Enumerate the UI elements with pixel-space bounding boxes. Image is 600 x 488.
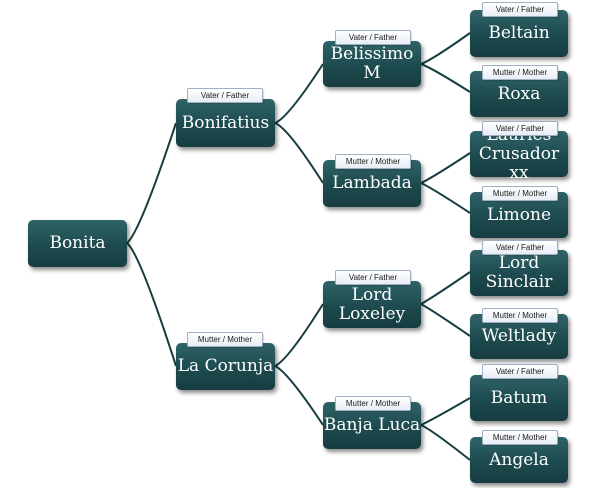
horse-node-beltain: Beltain (470, 10, 568, 57)
horse-name: Bonita (49, 233, 106, 253)
role-tag-father: Vater / Father (482, 2, 558, 17)
role-tag-father: Vater / Father (187, 88, 263, 103)
role-tag-mother: Mutter / Mother (482, 65, 558, 80)
horse-name: La Corunja (177, 356, 274, 376)
horse-name: Bonifatius (181, 112, 270, 133)
connector-la-corunja-lord-loxeley (274, 303, 324, 367)
connector-lord-loxeley-lord-sinclair (420, 271, 471, 305)
horse-node-batum: Batum (470, 375, 568, 421)
role-tag-father: Vater / Father (335, 30, 411, 45)
connector-la-corunja-banja-luca (274, 365, 324, 426)
horse-node-lord-loxeley: Lord Loxeley (323, 281, 421, 328)
role-tag-mother: Mutter / Mother (335, 154, 411, 169)
horse-name: Lord Sinclair (485, 253, 553, 292)
horse-name: Limone (486, 204, 552, 225)
role-tag-mother: Mutter / Mother (187, 332, 263, 347)
horse-name: Lord Loxeley (338, 284, 406, 324)
role-tag-mother: Mutter / Mother (482, 186, 558, 201)
connector-banja-luca-angela (420, 424, 471, 461)
horse-node-la-corunja: La Corunja (176, 343, 275, 390)
connector-belissimo-beltain (420, 32, 471, 65)
horse-name: Belissimo M (330, 44, 414, 83)
role-tag-mother: Mutter / Mother (482, 308, 558, 323)
connector-belissimo-roxa (420, 63, 471, 93)
horse-node-bonita: Bonita (28, 220, 127, 267)
horse-name: Angela (489, 449, 549, 470)
connector-bonita-bonifatius (126, 122, 177, 244)
horse-node-bonifatius: Bonifatius (176, 99, 275, 147)
role-tag-mother: Mutter / Mother (482, 430, 558, 445)
connector-lambada-limone (420, 182, 471, 214)
horse-name: Weltlady (481, 326, 557, 346)
horse-node-lord-sinclair: Lord Sinclair (470, 250, 568, 296)
connector-bonita-la-corunja (126, 242, 177, 367)
role-tag-father: Vater / Father (482, 240, 558, 255)
horse-name: Batum (490, 387, 548, 408)
horse-name: Banja Luca (323, 415, 421, 435)
connector-lord-loxeley-weltlady (420, 303, 471, 337)
connector-banja-luca-batum (420, 397, 471, 426)
horse-name: Roxa (497, 83, 541, 104)
role-tag-father: Vater / Father (335, 270, 411, 285)
connector-bonifatius-lambada (274, 122, 324, 184)
connector-bonifatius-belissimo (274, 63, 324, 124)
role-tag-father: Vater / Father (482, 121, 558, 136)
role-tag-mother: Mutter / Mother (335, 396, 411, 411)
role-tag-father: Vater / Father (482, 364, 558, 379)
connector-lambada-lauries (420, 152, 471, 184)
horse-node-belissimo-m: Belissimo M (323, 41, 421, 87)
horse-name: Beltain (488, 23, 550, 43)
horse-name: Lambada (332, 173, 412, 193)
horse-node-lauries-crusador-xx: Lauries Crusador xx (470, 125, 568, 182)
